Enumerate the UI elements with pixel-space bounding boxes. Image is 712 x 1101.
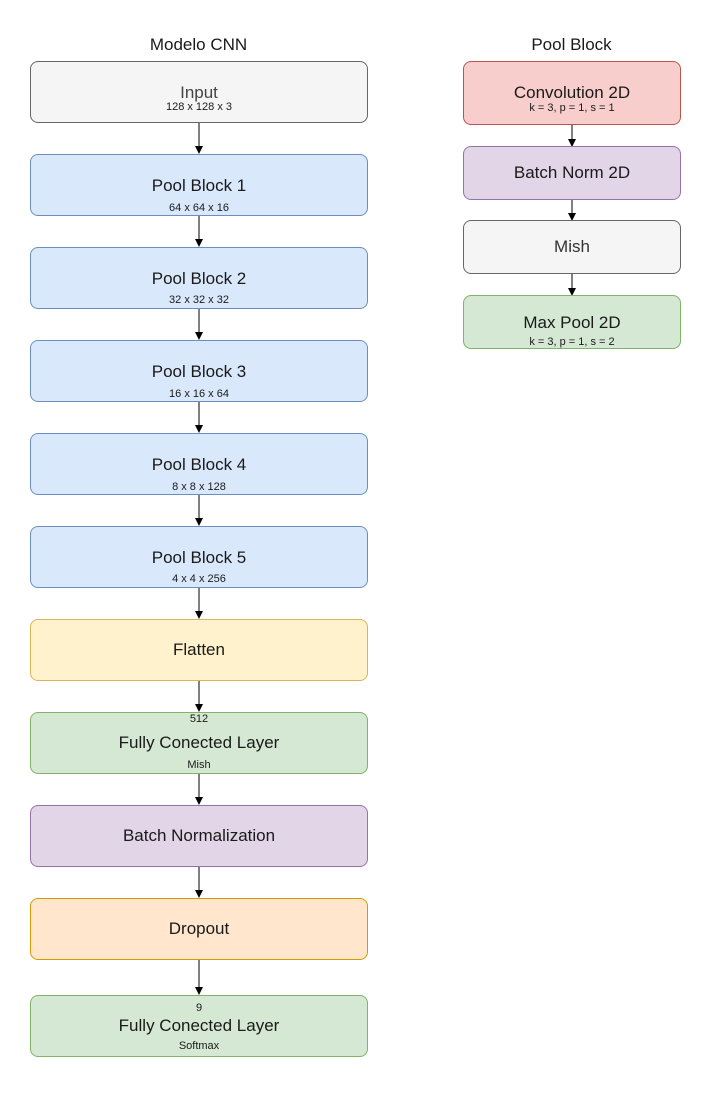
flatten-node: Flatten <box>30 619 368 681</box>
input-node: Input 128 x 128 x 3 <box>30 61 368 123</box>
pool-block-5-label: Pool Block 5 <box>151 548 247 567</box>
pool-block-title: Pool Block <box>531 35 612 54</box>
pool-block-1-node: Pool Block 1 64 x 64 x 16 <box>30 154 368 216</box>
batch-normalization-label: Batch Normalization <box>122 826 276 845</box>
pool-block-3-shape: 16 x 16 x 64 <box>169 388 229 400</box>
convolution-2d-node: Convolution 2D k = 3, p = 1, s = 1 <box>463 61 681 125</box>
flatten-label: Flatten <box>173 640 225 659</box>
dropout-node: Dropout <box>30 898 368 960</box>
pool-block-5-shape: 4 x 4 x 256 <box>172 573 226 585</box>
mish-label: Mish <box>554 237 590 256</box>
pool-block-2-label: Pool Block 2 <box>151 269 247 288</box>
fully-connected-2-label: Fully Conected Layer <box>118 1016 280 1035</box>
batch-norm-2d-label: Batch Norm 2D <box>513 163 631 182</box>
input-shape: 128 x 128 x 3 <box>165 101 233 113</box>
fully-connected-1-activation: Mish <box>187 759 211 771</box>
dropout-label: Dropout <box>168 919 230 938</box>
pool-block-2-shape: 32 x 32 x 32 <box>169 294 229 306</box>
max-pool-2d-label: Max Pool 2D <box>523 313 621 332</box>
fully-connected-1-node: 512 Fully Conected Layer Mish <box>30 712 368 774</box>
pool-block-4-node: Pool Block 4 8 x 8 x 128 <box>30 433 368 495</box>
pool-block-1-shape: 64 x 64 x 16 <box>169 202 229 214</box>
pool-block-3-node: Pool Block 3 16 x 16 x 64 <box>30 340 368 402</box>
convolution-2d-params: k = 3, p = 1, s = 1 <box>529 102 615 114</box>
fully-connected-1-units: 512 <box>189 713 209 725</box>
fully-connected-2-units: 9 <box>195 1002 203 1014</box>
fully-connected-1-label: Fully Conected Layer <box>118 733 280 752</box>
mish-node: Mish <box>463 220 681 274</box>
convolution-2d-label: Convolution 2D <box>513 83 631 102</box>
batch-norm-2d-node: Batch Norm 2D <box>463 146 681 200</box>
batch-normalization-node: Batch Normalization <box>30 805 368 867</box>
max-pool-2d-params: k = 3, p = 1, s = 2 <box>529 336 615 348</box>
pool-block-3-label: Pool Block 3 <box>151 362 247 381</box>
fully-connected-2-node: 9 Fully Conected Layer Softmax <box>30 995 368 1057</box>
fully-connected-2-activation: Softmax <box>178 1040 220 1052</box>
max-pool-2d-node: Max Pool 2D k = 3, p = 1, s = 2 <box>463 295 681 349</box>
pool-block-1-label: Pool Block 1 <box>151 176 247 195</box>
input-label: Input <box>180 83 218 102</box>
pool-block-5-node: Pool Block 5 4 x 4 x 256 <box>30 526 368 588</box>
cnn-model-title: Modelo CNN <box>149 35 248 54</box>
pool-block-4-shape: 8 x 8 x 128 <box>172 481 226 493</box>
pool-block-4-label: Pool Block 4 <box>151 455 247 474</box>
pool-block-2-node: Pool Block 2 32 x 32 x 32 <box>30 247 368 309</box>
